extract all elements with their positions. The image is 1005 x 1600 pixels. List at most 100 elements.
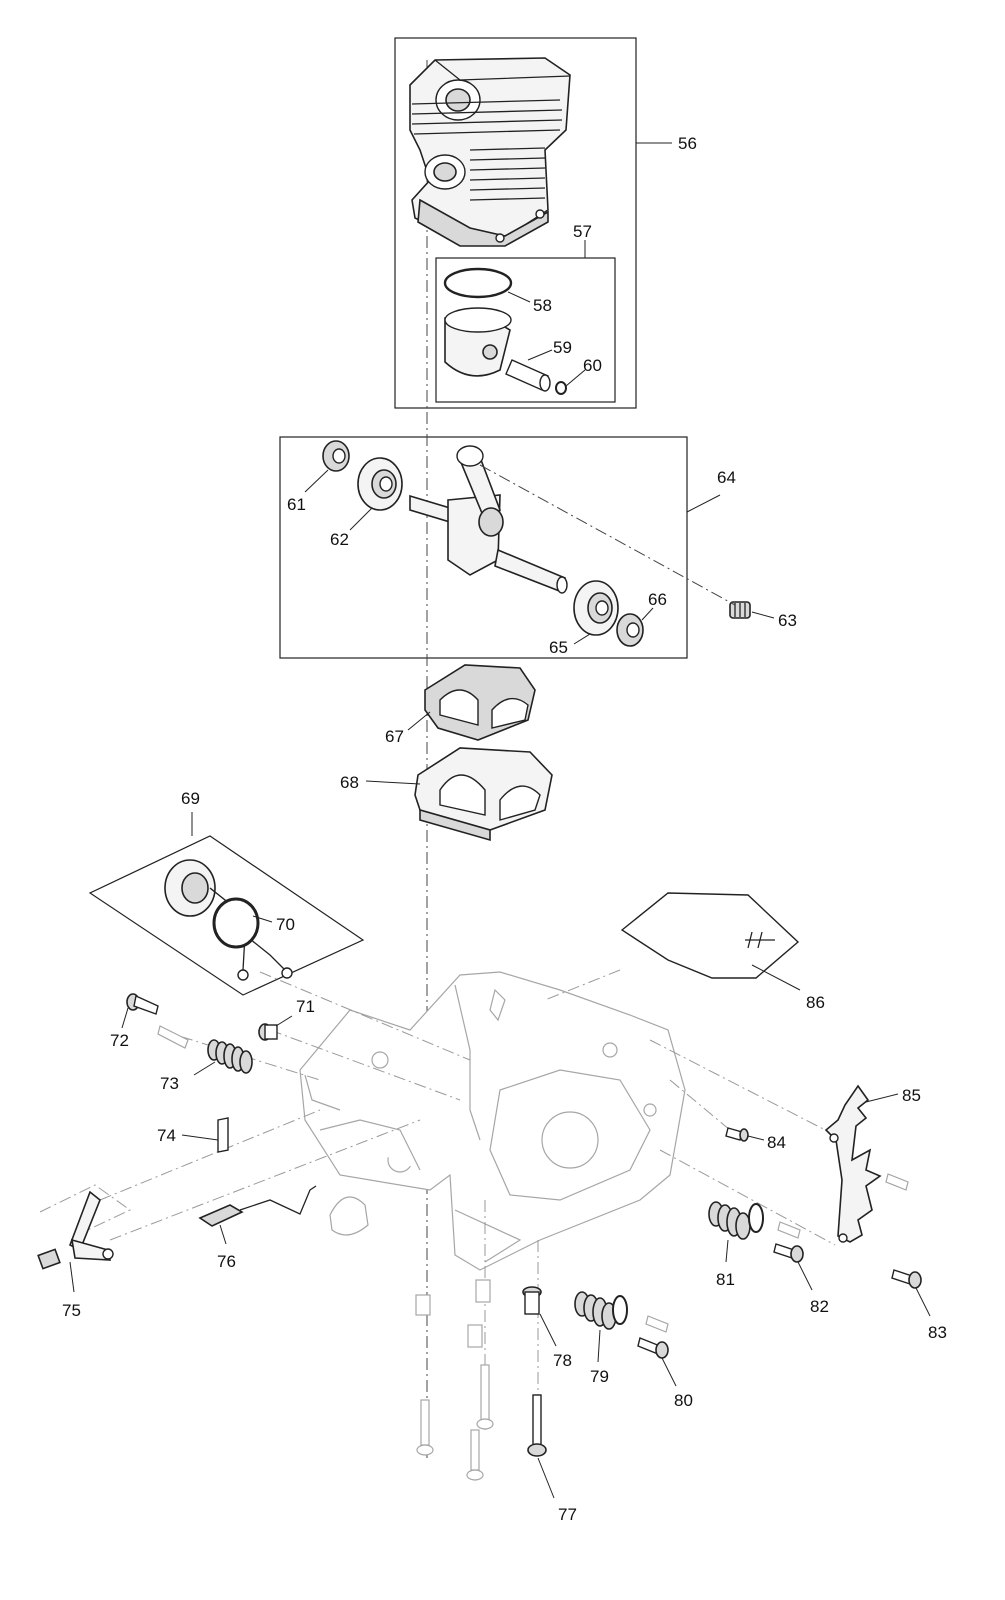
leader-66 <box>641 607 654 621</box>
callout-65: 65 <box>549 638 568 657</box>
assembly-line-a <box>259 971 471 1061</box>
callout-78: 78 <box>553 1351 572 1370</box>
leader-82 <box>797 1261 813 1291</box>
primer-bulb-part <box>329 1196 369 1236</box>
callout-64: 64 <box>717 468 736 487</box>
leader-74 <box>181 1134 219 1141</box>
oil-pump-group-box <box>88 835 365 996</box>
screw-82-part <box>773 1221 804 1263</box>
leader-86 <box>751 964 801 991</box>
callout-76: 76 <box>217 1252 236 1271</box>
oil-seal-61-part <box>322 440 350 472</box>
leader-72 <box>121 1007 129 1029</box>
spring-73-part <box>207 1039 253 1074</box>
callout-71: 71 <box>296 997 315 1016</box>
leader-81 <box>725 1239 729 1263</box>
callout-86: 86 <box>806 993 825 1012</box>
crankcase-body-part <box>299 971 686 1271</box>
assembly-line-k <box>544 969 621 1001</box>
leader-80 <box>661 1357 677 1387</box>
crankshaft-group-box <box>279 436 688 659</box>
leader-62 <box>349 507 373 531</box>
leader-84 <box>747 1135 765 1141</box>
callout-58: 58 <box>533 296 552 315</box>
leader-63 <box>751 611 775 619</box>
bolt-72-part <box>126 993 189 1049</box>
callout-80: 80 <box>674 1391 693 1410</box>
callout-60: 60 <box>583 356 602 375</box>
leader-77 <box>537 1457 555 1499</box>
leader-79 <box>597 1329 601 1363</box>
piston-ring-part <box>443 267 513 299</box>
callout-74: 74 <box>157 1126 176 1145</box>
callout-83: 83 <box>928 1323 947 1342</box>
callout-67: 67 <box>385 727 404 746</box>
leader-70 <box>252 915 273 923</box>
callout-69: 69 <box>181 789 200 808</box>
callout-72: 72 <box>110 1031 129 1050</box>
piston-group-box <box>435 257 616 403</box>
leader-61 <box>304 469 329 493</box>
sheet-86-part <box>620 892 800 979</box>
callout-70: 70 <box>276 915 295 934</box>
callout-68: 68 <box>340 773 359 792</box>
o-ring-70-part <box>212 897 260 949</box>
assembly-line-d <box>109 1119 421 1241</box>
callout-61: 61 <box>287 495 306 514</box>
leader-78 <box>539 1313 557 1347</box>
crankshaft-part <box>409 445 568 594</box>
leader-85 <box>865 1093 899 1103</box>
callout-82: 82 <box>810 1297 829 1316</box>
cylinder-group-box <box>394 37 637 409</box>
long-bolt-77-part <box>416 1364 547 1481</box>
piston-pin-part <box>505 359 551 392</box>
shim-74-part <box>217 1117 229 1153</box>
callout-66: 66 <box>648 590 667 609</box>
callout-85: 85 <box>902 1086 921 1105</box>
callout-75: 75 <box>62 1301 81 1320</box>
callout-77: 77 <box>558 1505 577 1524</box>
nipple-71-part <box>258 1023 278 1041</box>
bearing-62-part <box>357 457 403 511</box>
screw-80-part <box>637 1315 669 1359</box>
callout-79: 79 <box>590 1367 609 1386</box>
leader-58 <box>507 291 531 303</box>
callout-59: 59 <box>553 338 572 357</box>
connecting-rod-axis <box>479 464 736 606</box>
leader-73 <box>193 1061 216 1076</box>
leader-67 <box>407 711 431 731</box>
nut-84-part <box>725 1127 749 1142</box>
leader-59 <box>527 349 553 361</box>
spring-81-part <box>708 1201 764 1240</box>
callout-56: 56 <box>678 134 697 153</box>
bumper-spike-85-part <box>824 1084 882 1243</box>
callout-81: 81 <box>716 1270 735 1289</box>
cylinder-part <box>409 57 571 247</box>
oil-seal-66-part <box>616 613 644 647</box>
needle-bearing-63-part <box>729 601 751 619</box>
spring-79-part <box>574 1291 628 1330</box>
trigger-75-part <box>37 1184 131 1270</box>
bearing-65-part <box>573 580 619 636</box>
crankcase-68-part <box>414 747 553 842</box>
leader-60 <box>565 369 586 387</box>
callout-62: 62 <box>330 530 349 549</box>
assembly-line-g <box>659 1149 836 1246</box>
assembly-line-c <box>269 1029 461 1101</box>
callout-57: 57 <box>573 222 592 241</box>
sleeve-78-part <box>415 1279 542 1348</box>
assembly-line-h <box>669 1079 731 1131</box>
callout-84: 84 <box>767 1133 786 1152</box>
assembly-line-e <box>99 1109 321 1201</box>
leader-68 <box>365 780 421 785</box>
circlip-part <box>555 381 567 395</box>
callout-73: 73 <box>160 1074 179 1093</box>
leader-76 <box>219 1224 227 1245</box>
piston-part <box>444 307 512 377</box>
leader-65 <box>573 633 591 645</box>
oil-pump-69-part <box>164 859 293 981</box>
gasket-67-part <box>424 664 536 741</box>
leader-83 <box>915 1287 931 1317</box>
leader-71 <box>275 1015 293 1027</box>
